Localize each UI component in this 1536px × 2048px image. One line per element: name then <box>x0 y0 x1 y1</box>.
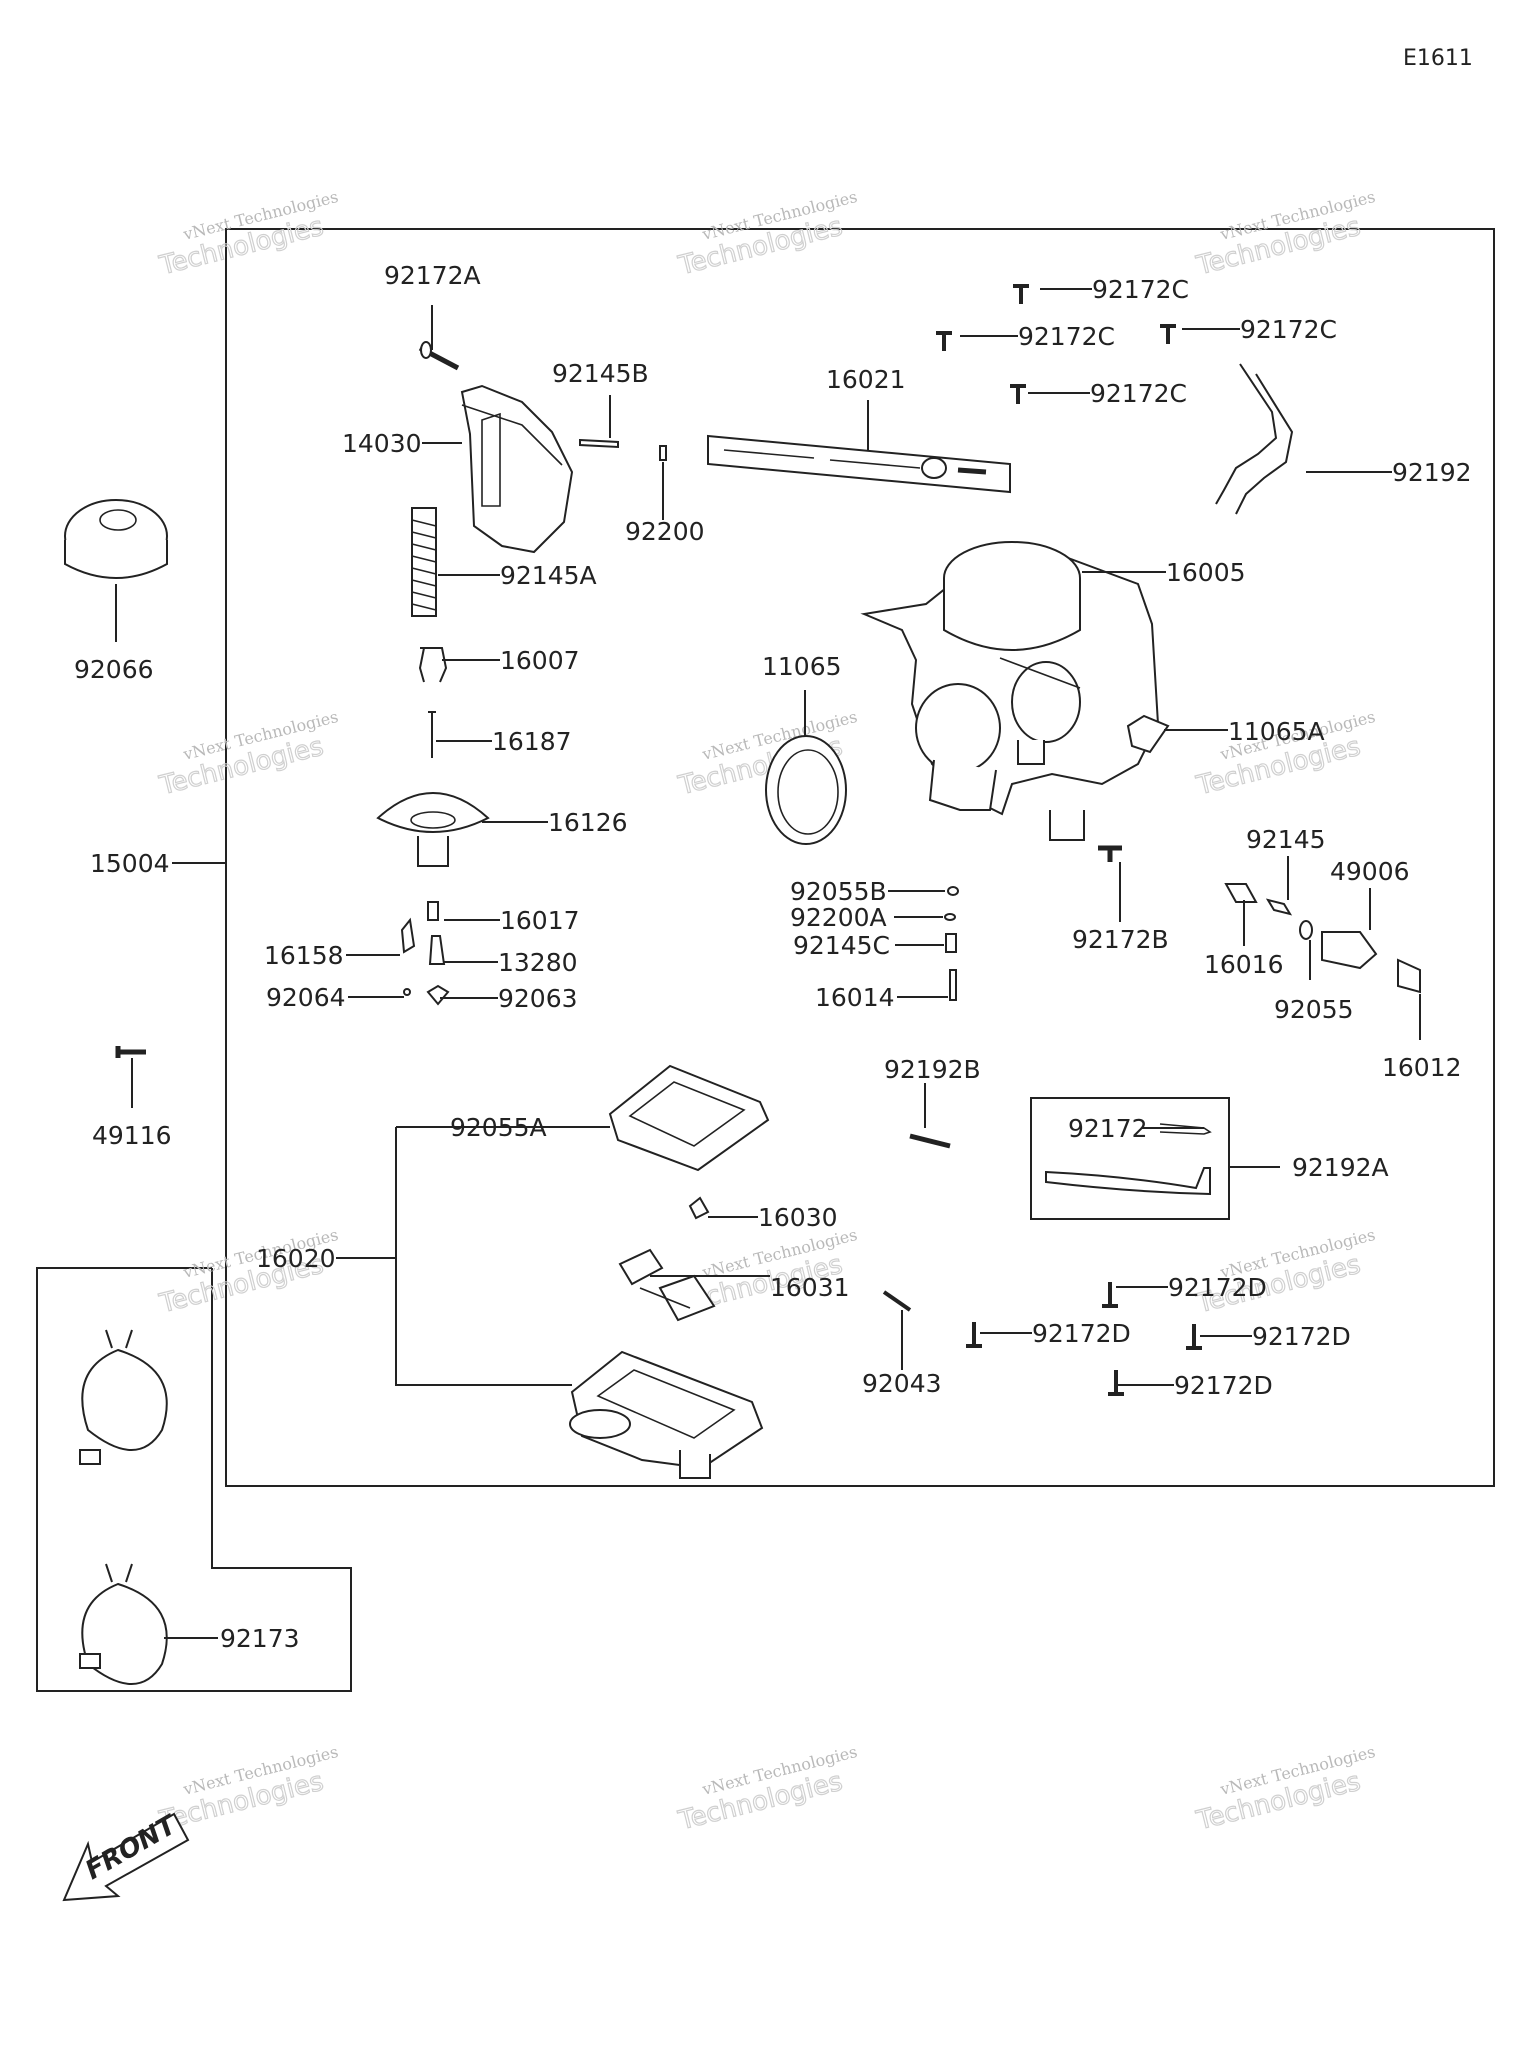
label-92172D-4: 92172D <box>1174 1371 1273 1400</box>
label-16014: 16014 <box>815 983 895 1012</box>
cap-92066-drawing <box>64 499 168 579</box>
float-bowl-16020-drawing <box>569 1350 764 1479</box>
label-16017: 16017 <box>500 906 580 935</box>
label-92145: 92145 <box>1246 825 1326 854</box>
label-16005: 16005 <box>1166 558 1246 587</box>
holder-16007-drawing <box>418 647 448 683</box>
label-13280: 13280 <box>498 948 578 977</box>
label-49116: 49116 <box>92 1121 172 1150</box>
label-92192B: 92192B <box>884 1055 981 1084</box>
screw-set-49006-drawing <box>1224 883 1421 994</box>
jet-16158-drawing <box>400 917 416 954</box>
diagram-code: E1611 <box>1403 46 1473 71</box>
label-16020: 16020 <box>256 1244 336 1273</box>
label-92145C: 92145C <box>793 931 890 960</box>
small-parts-drawing <box>944 886 959 1001</box>
label-16126: 16126 <box>548 808 628 837</box>
label-92192: 92192 <box>1392 458 1472 487</box>
label-92172C-4: 92172C <box>1090 379 1187 408</box>
label-14030: 14030 <box>342 429 422 458</box>
pin-92145B-drawing <box>579 438 619 449</box>
label-92055: 92055 <box>1274 995 1354 1024</box>
label-92064: 92064 <box>266 983 346 1012</box>
label-92172D-2: 92172D <box>1032 1319 1131 1348</box>
label-11065A: 11065A <box>1228 717 1325 746</box>
jet-92063-drawing <box>426 984 450 1006</box>
label-16158: 16158 <box>264 941 344 970</box>
float-16031-drawing <box>618 1248 716 1322</box>
part-labels: 92172A 92145B 16021 92172C 92172C 92172C… <box>74 261 1472 1653</box>
clip-92172-drawing <box>1159 1123 1212 1135</box>
part-drawings <box>64 284 1421 1685</box>
label-16012: 16012 <box>1382 1053 1462 1082</box>
label-92172B: 92172B <box>1072 925 1169 954</box>
bolt-92172A-drawing <box>418 341 460 371</box>
jet-16017-drawing <box>427 901 439 921</box>
front-arrow: FRONT <box>62 1809 190 1902</box>
carburetor-body-16005-drawing <box>860 541 1170 841</box>
label-16031: 16031 <box>770 1273 850 1302</box>
label-92172: 92172 <box>1068 1114 1148 1143</box>
tube-92192A-drawing <box>1045 1167 1211 1196</box>
label-92200A: 92200A <box>790 903 887 932</box>
label-92192A: 92192A <box>1292 1153 1389 1182</box>
screws-92172C-drawing <box>936 284 1176 404</box>
clamp-92173-drawing <box>79 1329 168 1685</box>
label-16021: 16021 <box>826 365 906 394</box>
clip-16030-drawing <box>688 1196 710 1220</box>
spring-92145A-drawing <box>411 507 437 617</box>
diaphragm-16126-drawing <box>376 792 490 867</box>
leader-lines <box>115 288 1421 1639</box>
frames <box>36 228 1495 1692</box>
screw-49116-drawing <box>115 1046 146 1058</box>
label-92172C-1: 92172C <box>1092 275 1189 304</box>
screw-92172B-drawing <box>1098 845 1122 862</box>
label-92043: 92043 <box>862 1369 942 1398</box>
label-92055B: 92055B <box>790 877 887 906</box>
cover-14030-drawing <box>460 384 574 554</box>
label-92055A: 92055A <box>450 1113 547 1142</box>
label-92066: 92066 <box>74 655 154 684</box>
gasket-92055A-drawing <box>608 1064 770 1172</box>
label-92063: 92063 <box>498 984 578 1013</box>
label-16007: 16007 <box>500 646 580 675</box>
label-92200: 92200 <box>625 517 705 546</box>
gasket-11065-drawing <box>765 735 847 845</box>
label-92172D-3: 92172D <box>1252 1322 1351 1351</box>
label-15004: 15004 <box>90 849 170 878</box>
label-92173: 92173 <box>220 1624 300 1653</box>
label-92145B: 92145B <box>552 359 649 388</box>
label-92172D-1: 92172D <box>1168 1273 1267 1302</box>
label-16187: 16187 <box>492 727 572 756</box>
clip-92200-drawing <box>659 445 667 461</box>
label-49006: 49006 <box>1330 857 1410 886</box>
label-92172A: 92172A <box>384 261 481 290</box>
screws-92172D-drawing <box>966 1282 1202 1396</box>
label-11065: 11065 <box>762 652 842 681</box>
hose-92192-drawing <box>1215 363 1294 515</box>
label-16030: 16030 <box>758 1203 838 1232</box>
jet-13280-drawing <box>428 935 446 965</box>
oring-92064-drawing <box>403 988 411 996</box>
label-92172C-2: 92172C <box>1018 322 1115 351</box>
pin-92043-drawing <box>882 1290 912 1312</box>
pin-92192B-drawing <box>909 1133 951 1149</box>
label-16016: 16016 <box>1204 950 1284 979</box>
plate-16021-drawing <box>707 434 1011 494</box>
needle-16187-drawing <box>428 711 436 758</box>
label-92145A: 92145A <box>500 561 597 590</box>
label-92172C-3: 92172C <box>1240 315 1337 344</box>
